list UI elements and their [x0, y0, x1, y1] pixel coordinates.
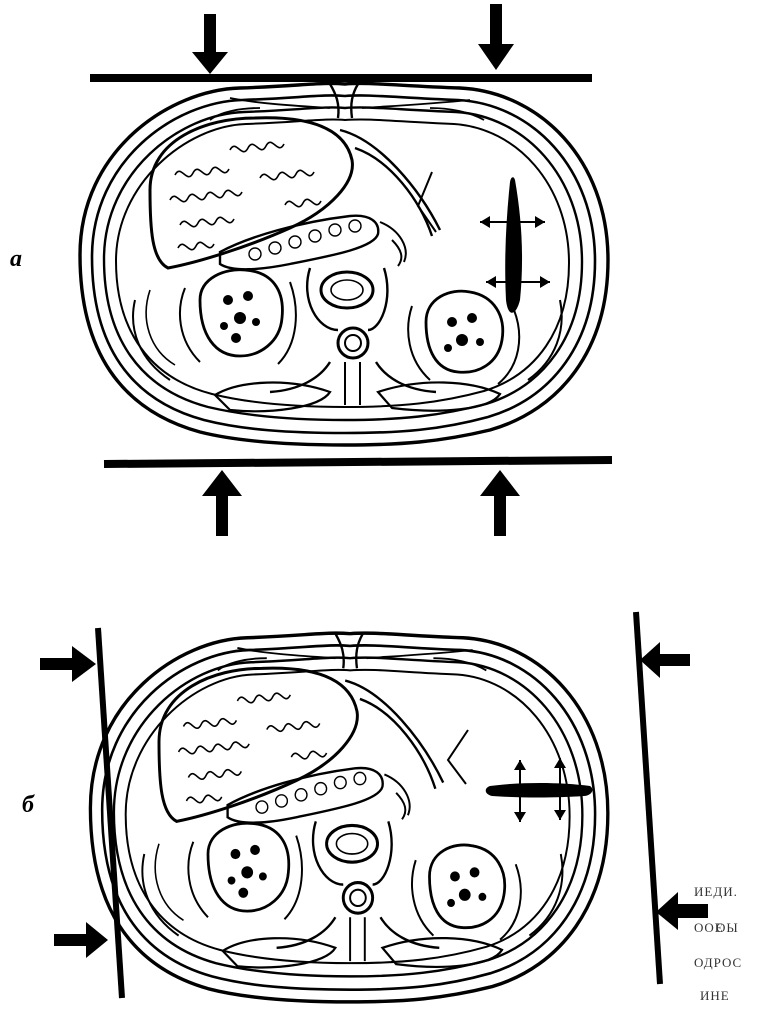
- spleen-expansion-a: [480, 177, 550, 313]
- arrow-up-left-icon: [202, 470, 242, 536]
- arrow-down-right-icon: [478, 4, 514, 70]
- margin-fragment: ОДРОС: [694, 955, 742, 971]
- panel-label-b: б: [22, 793, 34, 817]
- panel-b: [40, 612, 708, 1002]
- cross-section-a: [80, 83, 608, 445]
- arrow-down-left-icon: [192, 14, 228, 74]
- margin-fragment: ИНЕ: [700, 988, 730, 1004]
- cross-section-b: [90, 633, 607, 1002]
- margin-fragment: ООЕ: [694, 920, 724, 936]
- margin-fragment: ИЕДИ.: [694, 884, 738, 900]
- arrow-up-right-icon: [480, 470, 520, 536]
- panel-label-a: а: [10, 247, 22, 271]
- compression-plate-bottom: [104, 460, 612, 464]
- pointer-line-b: [448, 730, 468, 784]
- arrow-right-bottom-icon: [54, 922, 108, 958]
- arrow-left-top-icon: [640, 642, 690, 678]
- arrow-right-top-icon: [40, 646, 96, 682]
- panel-a: [80, 4, 612, 536]
